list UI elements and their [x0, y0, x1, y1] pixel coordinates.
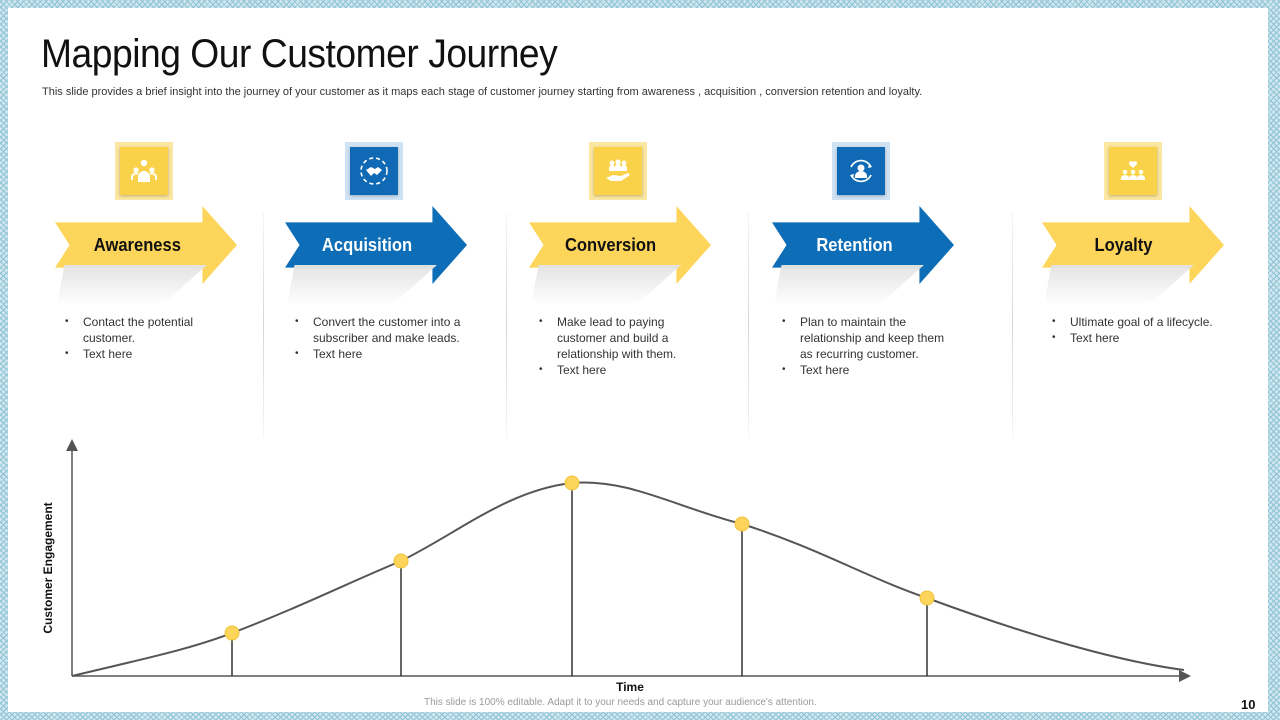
- x-axis-label: Time: [616, 680, 644, 694]
- bullet-item: Plan to maintain the relationship and ke…: [780, 314, 960, 362]
- stage-label: Awareness: [93, 234, 181, 255]
- arrow-shadow: [774, 265, 924, 305]
- milestone-dot: [734, 516, 750, 532]
- stage-icon-frame: [1104, 142, 1162, 200]
- stage-awareness: Awareness Contact the potential customer…: [55, 138, 245, 398]
- stage-bullets: Ultimate goal of a lifecycle. Text here: [1050, 314, 1230, 346]
- page-subtitle: This slide provides a brief insight into…: [42, 86, 923, 98]
- footer-note: This slide is 100% editable. Adapt it to…: [424, 697, 817, 708]
- milestone-dot: [224, 625, 240, 641]
- stage-conversion: Conversion Make lead to paying customer …: [529, 138, 719, 398]
- engagement-curve: [71, 481, 1185, 677]
- stage-icon-frame: [115, 142, 173, 200]
- arrow-shadow: [287, 265, 437, 305]
- bullet-item: Text here: [537, 362, 717, 378]
- stage-divider: [748, 213, 749, 438]
- stage-acquisition: Acquisition Convert the customer into a …: [285, 138, 475, 398]
- bullet-item: Make lead to paying customer and build a…: [537, 314, 717, 362]
- bullet-item: Text here: [1050, 330, 1230, 346]
- hand-holding-people-icon: [594, 147, 642, 195]
- stage-retention: Retention Plan to maintain the relations…: [772, 138, 962, 398]
- stage-loyalty: Loyalty Ultimate goal of a lifecycle. Te…: [1042, 138, 1232, 398]
- stage-label: Retention: [815, 234, 893, 255]
- stage-divider: [263, 213, 264, 438]
- arrow-shadow: [57, 265, 207, 305]
- milestone-dot: [919, 590, 935, 606]
- people-network-icon: [120, 147, 168, 195]
- page-number: 10: [1241, 697, 1256, 712]
- slide: Mapping Our Customer Journey This slide …: [8, 8, 1268, 712]
- bullet-item: Contact the potential customer.: [63, 314, 243, 346]
- stage-label: Conversion: [565, 234, 657, 255]
- bullet-item: Text here: [293, 346, 473, 362]
- handshake-icon: [350, 147, 398, 195]
- stage-divider: [1012, 213, 1013, 438]
- bullet-item: Convert the customer into a subscriber a…: [293, 314, 473, 346]
- engagement-chart: Time Customer Engagement: [41, 439, 1191, 694]
- stage-icon-frame: [832, 142, 890, 200]
- person-cycle-icon: [837, 147, 885, 195]
- heart-audience-icon: [1109, 147, 1157, 195]
- milestone-dot: [564, 475, 580, 491]
- page-title: Mapping Our Customer Journey: [41, 32, 558, 76]
- stage-icon-frame: [345, 142, 403, 200]
- stage-label: Acquisition: [321, 234, 413, 255]
- stage-divider: [506, 213, 507, 438]
- arrow-shadow: [531, 265, 681, 305]
- stage-bullets: Make lead to paying customer and build a…: [537, 314, 717, 378]
- arrow-shadow: [1044, 265, 1194, 305]
- bullet-item: Ultimate goal of a lifecycle.: [1050, 314, 1230, 330]
- bullet-item: Text here: [780, 362, 960, 378]
- milestone-dot: [393, 553, 409, 569]
- y-axis-label: Customer Engagement: [41, 502, 55, 633]
- stage-label: Loyalty: [1095, 234, 1153, 255]
- bullet-item: Text here: [63, 346, 243, 362]
- stage-bullets: Plan to maintain the relationship and ke…: [780, 314, 960, 378]
- stage-bullets: Convert the customer into a subscriber a…: [293, 314, 473, 362]
- stage-bullets: Contact the potential customer. Text her…: [63, 314, 243, 362]
- stage-icon-frame: [589, 142, 647, 200]
